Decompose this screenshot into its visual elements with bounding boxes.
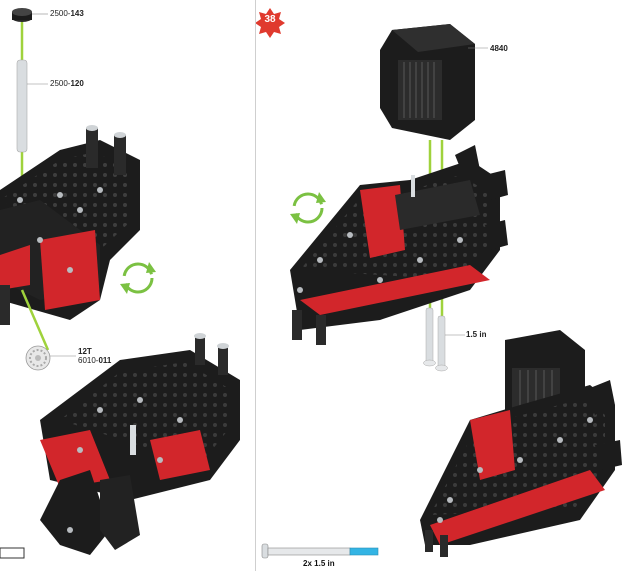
callout-frame-left — [0, 547, 25, 559]
part-label-standoff-rod: 2500-120 — [50, 79, 84, 88]
part-code: 143 — [70, 9, 84, 18]
part-prefix: 6010- — [78, 356, 99, 365]
claw-assembly-lower — [40, 333, 240, 555]
claw-assembly-right-upper — [290, 145, 508, 345]
rotate-arrow-icon-right — [290, 192, 326, 224]
callout-qty: 2x — [303, 559, 312, 568]
callout-screw-icon — [261, 542, 379, 566]
claw-assembly-right-lower — [420, 330, 622, 557]
part-label-servo: 4840 — [490, 44, 508, 53]
part-label-standoff-nut: 2500-143 — [50, 9, 84, 18]
step-badge — [255, 8, 285, 38]
part-code: 011 — [98, 356, 112, 365]
callout-label: 2x 1.5 in — [303, 559, 335, 568]
callout-size: 1.5 in — [314, 559, 335, 568]
part-label-screw: 1.5 in — [466, 330, 486, 339]
gear-size: 12T — [78, 347, 92, 356]
claw-assembly-upper — [0, 125, 140, 320]
step-number: 38 — [264, 14, 276, 25]
part-prefix: 2500- — [50, 79, 71, 88]
part-code: 120 — [70, 79, 84, 88]
part-label-gear: 12T 6010-011 — [78, 347, 111, 365]
screw-parts — [423, 307, 465, 372]
page-divider — [255, 0, 256, 571]
standoff-nut-part — [12, 8, 48, 22]
alignment-axis-gear — [20, 289, 50, 351]
standoff-rod-part — [16, 59, 48, 153]
rotate-arrow-icon — [120, 262, 156, 294]
part-code: 4840 — [490, 44, 508, 53]
part-prefix: 2500- — [50, 9, 71, 18]
servo-motor-part — [380, 24, 488, 140]
gear-part — [25, 345, 76, 371]
screw-size: 1.5 in — [466, 330, 487, 339]
